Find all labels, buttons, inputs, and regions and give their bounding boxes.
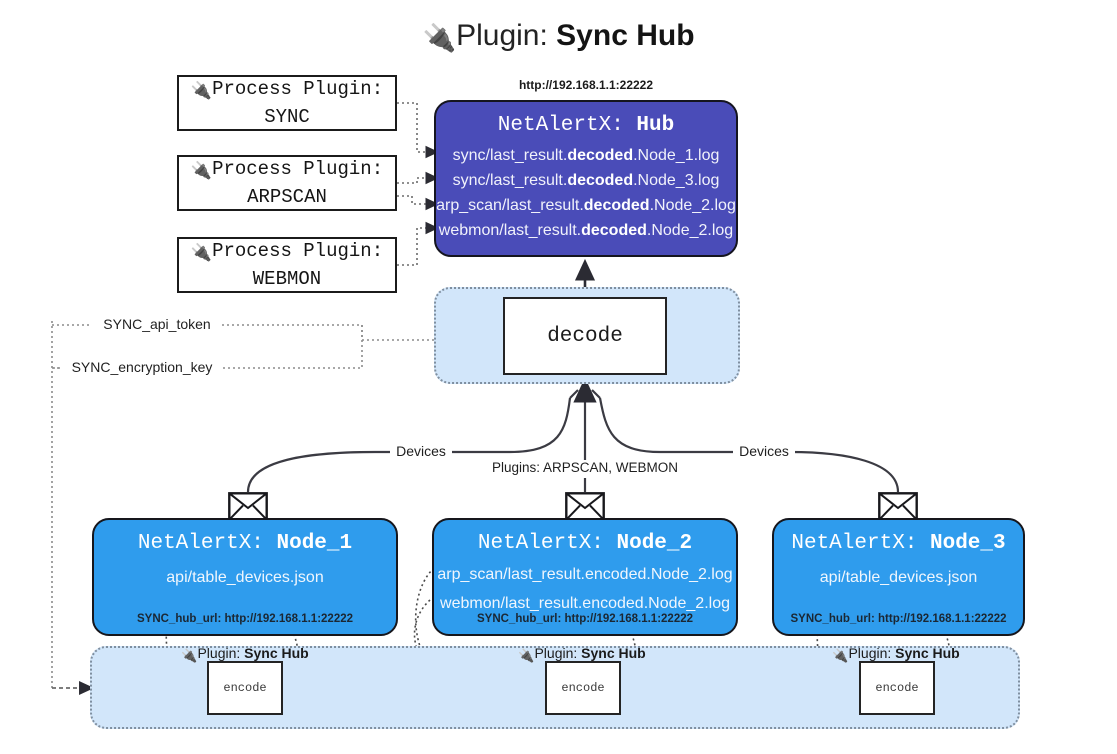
process-plugin-sync-line2: SYNC [264, 106, 310, 128]
hub-log-3-pre: webmon/last_result. [438, 222, 582, 239]
node-3-plugin-name: Sync Hub [895, 645, 960, 661]
hub-log-2-mid: decoded [583, 197, 650, 214]
hub-url-label: http://192.168.1.1:22222 [518, 78, 654, 92]
page-title: 🔌Plugin: Sync Hub [0, 14, 1117, 60]
node-1-title-prefix: NetAlertX: [137, 532, 277, 555]
node-1-title: NetAlertX: Node_1 [94, 532, 396, 555]
node-2-title-name: Node_2 [616, 532, 693, 555]
devices-right-label: Devices [733, 443, 795, 459]
encode-box-node-3[interactable]: encode [859, 661, 935, 715]
node-1-plugin-prefix: Plugin: [197, 645, 245, 661]
hub-title: NetAlertX: Hub [436, 114, 736, 137]
hub-log-0-pre: sync/last_result. [452, 147, 568, 164]
node-2-footer: SYNC_hub_url: http://192.168.1.1:22222 [476, 613, 694, 625]
wire-api-token-to-decode [222, 324, 440, 341]
wire-node3-to-decode-b [598, 397, 733, 454]
sync-api-token-label: SYNC_api_token [92, 316, 222, 332]
wire-node1-to-decode-a [246, 450, 410, 493]
node-3-plugin-prefix: Plugin: [848, 645, 896, 661]
plug-icon: 🔌 [832, 649, 849, 664]
process-plugin-sync-line1: Process Plugin: [212, 78, 384, 100]
node-1-plugin-name: Sync Hub [244, 645, 309, 661]
process-plugin-webmon-line2: WEBMON [252, 268, 322, 290]
plugins-middle-label: Plugins: ARPSCAN, WEBMON [465, 460, 705, 475]
node-3-footer: SYNC_hub_url: http://192.168.1.1:22222 [790, 613, 1007, 625]
hub-log-2-post: .Node_2.log [649, 197, 736, 214]
decode-box[interactable]: decode [503, 297, 667, 375]
devices-left-label: Devices [390, 443, 452, 459]
process-plugin-webmon-line1: Process Plugin: [212, 240, 384, 262]
wire-sync-to-hub-log2 [397, 171, 439, 185]
encode-label: encode [223, 681, 267, 695]
hub-log-0-post: .Node_1.log [633, 147, 720, 164]
plug-icon: 🔌 [518, 649, 535, 664]
wire-node1-join [569, 389, 579, 399]
hub-log-row: arp_scan/last_result.decoded.Node_2.log [436, 193, 736, 218]
node-2-plugin-prefix: Plugin: [534, 645, 582, 661]
wire-sync-to-hub-log1 [397, 102, 439, 159]
hub-log-list: sync/last_result.decoded.Node_1.log sync… [436, 143, 736, 243]
process-plugin-sync-box[interactable]: 🔌Process Plugin: SYNC [177, 75, 397, 131]
node-2-line-1: webmon/last_result.encoded.Node_2.log [440, 595, 730, 612]
encode-label: encode [561, 681, 605, 695]
encode-box-node-1[interactable]: encode [207, 661, 283, 715]
node-3-title-name: Node_3 [930, 532, 1006, 555]
hub-log-3-mid: decoded [581, 222, 647, 239]
node-2-plugin-name: Sync Hub [581, 645, 646, 661]
node-1-title-name: Node_1 [276, 532, 353, 555]
process-plugin-arpscan-line1: Process Plugin: [212, 158, 384, 180]
hub-log-1-post: .Node_3.log [633, 172, 720, 189]
plug-icon: 🔌 [181, 649, 198, 664]
node-box-node-2[interactable]: NetAlertX: Node_2 arp_scan/last_result.e… [432, 518, 738, 636]
node-box-node-1[interactable]: NetAlertX: Node_1 api/table_devices.json… [92, 518, 398, 636]
plug-icon: 🔌 [190, 161, 213, 181]
node-3-title-prefix: NetAlertX: [791, 532, 930, 555]
node-2-line-0: arp_scan/last_result.encoded.Node_2.log [437, 566, 733, 583]
node-2-plugin-label: 🔌Plugin: Sync Hub [487, 645, 677, 664]
process-plugin-arpscan-line2: ARPSCAN [247, 186, 327, 208]
hub-log-0-mid: decoded [567, 147, 634, 164]
hub-log-row: sync/last_result.decoded.Node_3.log [436, 168, 736, 193]
wire-node3-join [591, 389, 601, 399]
hub-node-box[interactable]: NetAlertX: Hub sync/last_result.decoded.… [434, 100, 738, 257]
process-plugin-webmon-box[interactable]: 🔌Process Plugin: WEBMON [177, 237, 397, 293]
wire-node1-to-decode-b [432, 397, 572, 454]
node-1-footer: SYNC_hub_url: http://192.168.1.1:22222 [136, 613, 354, 625]
hub-log-2-pre: arp_scan/last_result. [436, 197, 584, 214]
decode-label: decode [547, 324, 623, 348]
node-1-plugin-label: 🔌Plugin: Sync Hub [150, 645, 340, 664]
envelope-icon [565, 492, 605, 521]
node-box-node-3[interactable]: NetAlertX: Node_3 api/table_devices.json… [772, 518, 1025, 636]
hub-log-3-post: .Node_2.log [646, 222, 734, 239]
node-3-plugin-label: 🔌Plugin: Sync Hub [801, 645, 991, 664]
page-title-name: Sync Hub [556, 19, 695, 52]
encode-box-node-2[interactable]: encode [545, 661, 621, 715]
hub-title-name: Hub [636, 114, 675, 137]
node-2-title: NetAlertX: Node_2 [434, 532, 736, 555]
plug-icon: 🔌 [422, 23, 457, 53]
encode-label: encode [875, 681, 919, 695]
plug-icon: 🔌 [190, 243, 213, 263]
hub-title-prefix: NetAlertX: [497, 114, 637, 137]
process-plugin-arpscan-box[interactable]: 🔌Process Plugin: ARPSCAN [177, 155, 397, 211]
wire-webmon-to-hub-log4 [397, 221, 439, 266]
wire-arpscan-to-hub-log3 [397, 195, 439, 211]
sync-encryption-key-label: SYNC_encryption_key [62, 359, 222, 375]
node-2-title-prefix: NetAlertX: [477, 532, 617, 555]
plug-icon: 🔌 [190, 81, 213, 101]
node-3-title: NetAlertX: Node_3 [774, 532, 1023, 555]
node-1-line-0: api/table_devices.json [166, 569, 324, 586]
envelope-icon [228, 492, 268, 521]
hub-log-1-pre: sync/last_result. [452, 172, 568, 189]
hub-log-row: webmon/last_result.decoded.Node_2.log [436, 218, 736, 243]
node-3-line-0: api/table_devices.json [819, 569, 978, 586]
hub-log-1-mid: decoded [567, 172, 634, 189]
hub-log-row: sync/last_result.decoded.Node_1.log [436, 143, 736, 168]
page-title-prefix: Plugin: [456, 19, 557, 52]
envelope-icon [878, 492, 918, 521]
